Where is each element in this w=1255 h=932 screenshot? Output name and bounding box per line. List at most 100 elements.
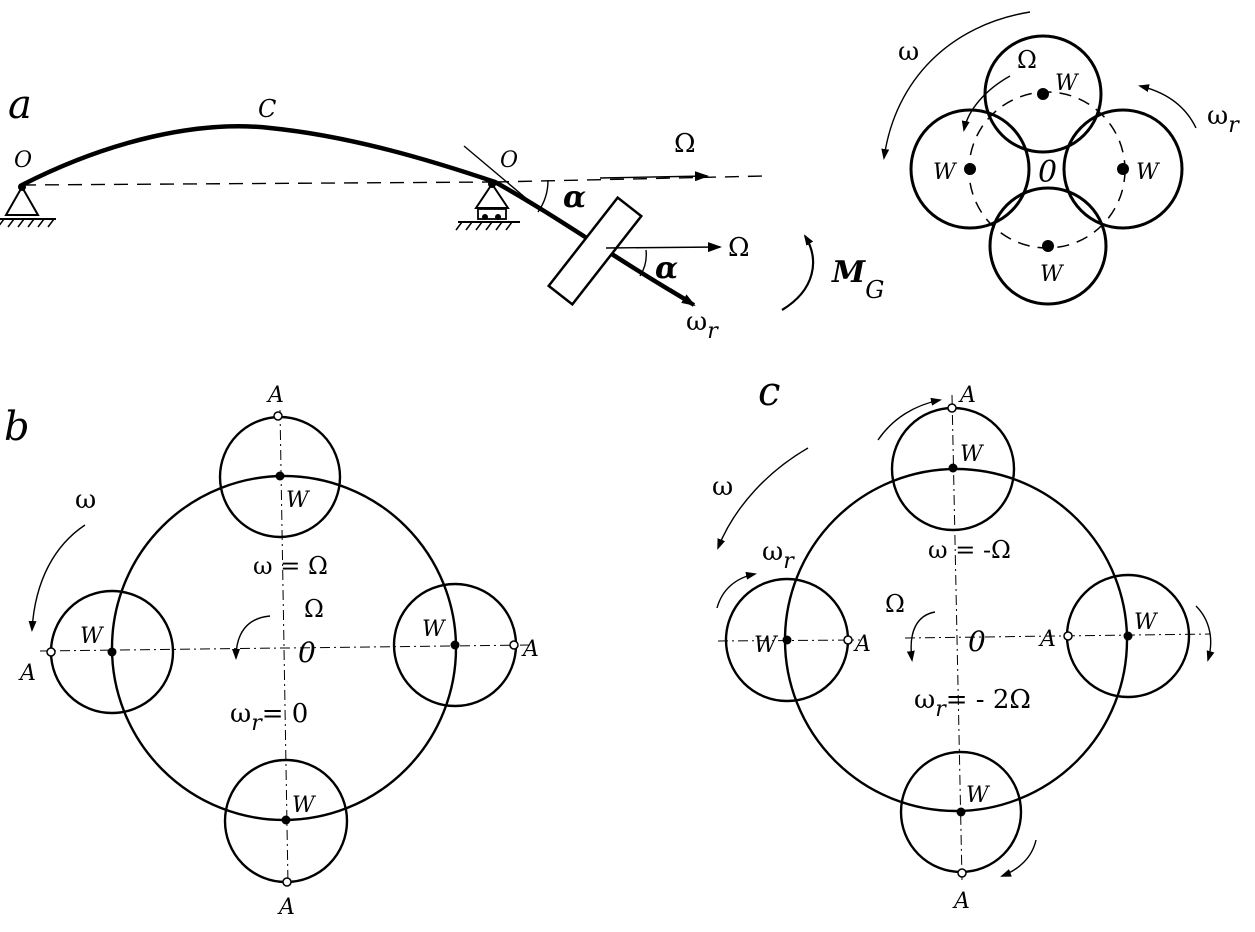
omega-label: ω — [898, 37, 919, 67]
omega-arrow-c — [717, 447, 809, 550]
a-left-c: A — [853, 632, 871, 657]
omega-label-b: ω — [75, 485, 96, 515]
disk-right — [1062, 108, 1184, 230]
omega-cap-arrow-b — [232, 615, 271, 660]
panel-c: c A A A A W W W W ω ωr ω = -Ω Ω — [712, 369, 1215, 914]
a-right-c: A — [1038, 627, 1056, 652]
panel-b-label: b — [4, 404, 30, 450]
w-left-b: W — [80, 624, 105, 649]
right-spin-arrow-c — [1195, 605, 1215, 662]
horizontal-axis-c-left — [717, 639, 861, 642]
center-0-b: 0 — [298, 636, 316, 669]
a-top-c: A — [958, 383, 976, 408]
w-point-bottom-c — [956, 807, 966, 817]
pinned-support-left — [0, 183, 56, 228]
big-orbit-c — [783, 467, 1129, 813]
shaft-tip-arrow — [668, 288, 696, 307]
top-spin-arrow-c — [877, 397, 942, 441]
omega-r-label-c: ωr — [762, 537, 795, 574]
horizontal-axis-b — [39, 644, 531, 652]
a-bottom-b: A — [277, 895, 295, 920]
center-right — [1117, 163, 1129, 175]
panel-a-label: a — [8, 82, 32, 128]
a-point-bottom-c — [957, 868, 967, 878]
omega-r-label-tr: ωr — [1207, 101, 1240, 138]
w-top-b: W — [286, 488, 311, 513]
omega-whirl-arrow — [881, 11, 1031, 160]
arc-label-c: C — [258, 95, 276, 123]
vertical-axis-b — [279, 409, 289, 886]
vertical-axis-c — [951, 394, 963, 881]
w-point-right-c — [1123, 631, 1133, 641]
omega-cap-label-c: Ω — [885, 590, 905, 618]
a-top-b: A — [266, 383, 284, 408]
omega-cap-arrow-c — [906, 611, 936, 662]
rotor-disk — [546, 195, 644, 307]
a-point-right-b — [509, 640, 519, 650]
horizontal-axis-c-center — [904, 633, 1211, 639]
panel-b: b A A A A W W W W ω ω = Ω Ω 0 ωr= 0 — [4, 383, 539, 920]
a-point-top-c — [947, 403, 957, 413]
w-left: W — [933, 160, 958, 185]
panel-c-label: c — [758, 369, 780, 415]
w-left-c: W — [754, 633, 779, 658]
eq-omega-equals-neg-omega: ω = -Ω — [928, 536, 1011, 564]
gyroscopic-moment-arrow — [781, 234, 814, 311]
w-point-top-c — [948, 463, 958, 473]
omega-r-label: ωr — [686, 307, 719, 344]
shaft-axis-dashed — [21, 181, 496, 186]
left-spin-arrow-c — [716, 571, 757, 609]
eq-omega-r-zero-b: ωr= 0 — [230, 699, 308, 736]
support-right-label: O — [500, 148, 518, 173]
w-right-c: W — [1134, 610, 1159, 635]
a-point-right-c — [1063, 631, 1073, 641]
a-right-b: A — [521, 637, 539, 662]
omega-cap-arrow — [961, 75, 1011, 132]
a-left-b: A — [18, 661, 36, 686]
w-point-right-b — [450, 640, 460, 650]
a-bottom-c: A — [952, 889, 970, 914]
panel-a: a C O O α — [0, 82, 884, 344]
omega-label-c: ω — [712, 472, 733, 502]
axis-omega-label: Ω — [674, 129, 696, 159]
center-bottom — [1042, 240, 1054, 252]
center-0: 0 — [1038, 155, 1057, 190]
center-top — [1037, 88, 1049, 100]
omega-r-arrow — [1138, 84, 1197, 129]
moment-label: MG — [831, 255, 884, 304]
alpha-arc-2 — [639, 249, 647, 277]
rotor-omega-label: Ω — [728, 233, 750, 263]
omega-axis-arrow — [599, 171, 709, 182]
omega-cap-label: Ω — [1017, 46, 1037, 74]
w-point-bottom-b — [281, 815, 291, 825]
rotor-omega-arrow — [605, 242, 722, 253]
eq-omega-r-neg-2omega: ωr= - 2Ω — [914, 685, 1031, 722]
w-point-top-b — [275, 471, 285, 481]
eq-omega-equals-omega: ω = Ω — [253, 552, 328, 580]
support-left-label: O — [14, 148, 32, 173]
w-point-left-c — [782, 635, 792, 645]
tangent-line — [463, 145, 541, 211]
w-right-b: W — [422, 617, 447, 642]
center-left — [964, 163, 976, 175]
disk-bottom — [988, 186, 1108, 306]
a-point-bottom-b — [282, 877, 292, 887]
alpha-arc-1 — [537, 179, 549, 213]
omega-arrow-b — [28, 524, 86, 632]
a-point-top-b — [273, 411, 283, 421]
panel-top-right: W W W W 0 Ω ω ωr — [881, 11, 1240, 306]
bottom-spin-arrow-c — [1000, 839, 1037, 877]
w-bottom-c: W — [966, 783, 991, 808]
w-top-c: W — [960, 442, 985, 467]
a-point-left-c — [843, 635, 853, 645]
w-top: W — [1055, 71, 1080, 96]
w-right: W — [1136, 160, 1161, 185]
w-point-left-b — [107, 647, 117, 657]
omega-cap-label-b: Ω — [304, 595, 324, 623]
center-0-c: 0 — [968, 625, 986, 658]
w-bottom-b: W — [292, 793, 317, 818]
roller-support-right — [455, 180, 520, 231]
alpha-label-2: α — [655, 251, 678, 286]
disk-left — [909, 108, 1031, 230]
